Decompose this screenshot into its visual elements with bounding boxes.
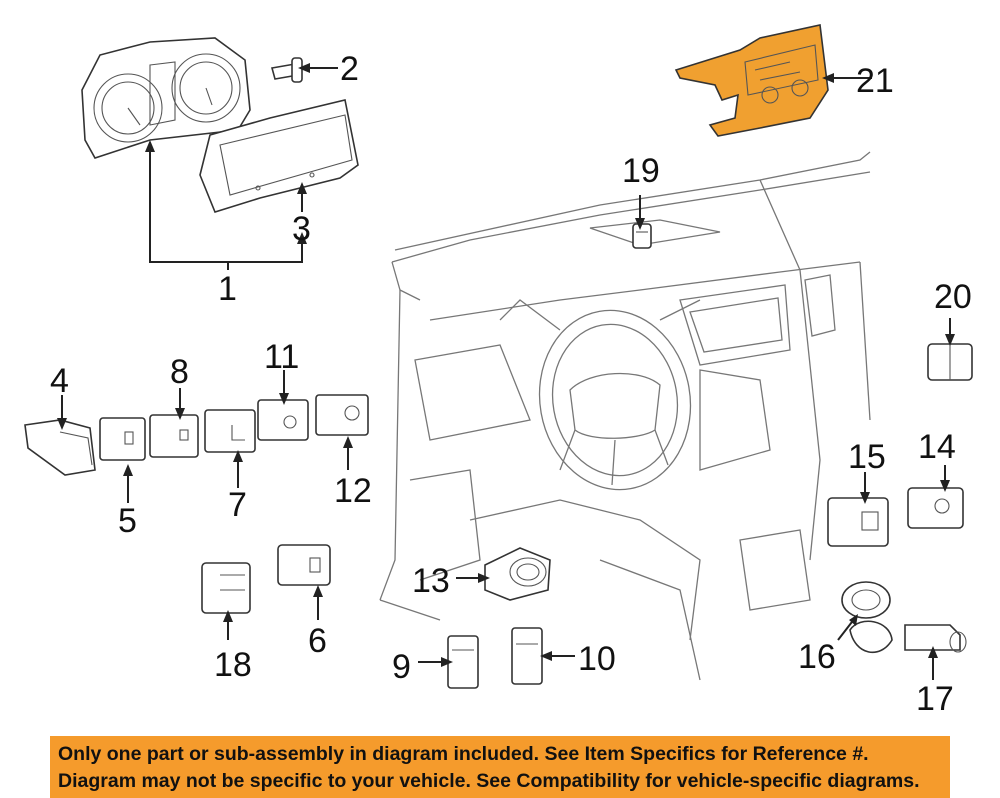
callout-17: 17 <box>916 680 954 718</box>
arrowheads <box>57 63 955 667</box>
dashboard-outline <box>379 151 871 681</box>
part-14-switch <box>907 487 964 529</box>
callout-9: 9 <box>392 648 411 686</box>
part-8-switch <box>149 414 199 458</box>
part-1-instrument-cluster <box>81 37 251 159</box>
callout-13: 13 <box>412 562 450 600</box>
callout-18: 18 <box>214 646 252 684</box>
part-16-power-outlet <box>841 581 893 654</box>
part-17-lighter <box>904 624 967 653</box>
part-6-switch <box>277 544 331 586</box>
part-18-switch <box>201 562 251 614</box>
disclaimer-banner: Only one part or sub-assembly in diagram… <box>50 736 950 798</box>
callout-6: 6 <box>308 622 327 660</box>
part-3-cluster-lens <box>199 99 359 213</box>
callout-3: 3 <box>292 210 311 248</box>
callout-15: 15 <box>848 438 886 476</box>
part-20-switch <box>927 343 973 381</box>
callout-12: 12 <box>334 472 372 510</box>
part-5-switch <box>99 417 146 461</box>
callout-labels: 1 2 3 4 5 6 7 8 9 10 11 12 13 14 15 16 1… <box>50 50 972 718</box>
callout-4: 4 <box>50 362 69 400</box>
part-21-control-panel-highlighted <box>674 24 829 137</box>
callout-11: 11 <box>264 338 299 376</box>
callout-21: 21 <box>856 62 894 100</box>
callout-8: 8 <box>170 353 189 391</box>
part-11-switch <box>257 399 309 441</box>
part-12-switch <box>315 394 369 436</box>
callout-20: 20 <box>934 278 972 316</box>
part-2-screw <box>270 57 303 83</box>
callout-10: 10 <box>578 640 616 678</box>
part-7-switch <box>204 409 256 453</box>
callout-1: 1 <box>218 270 237 308</box>
callout-14: 14 <box>918 428 956 466</box>
parts-diagram: 1 2 3 4 5 6 7 8 9 10 11 12 13 14 15 16 1… <box>24 24 973 718</box>
part-10-connector <box>511 627 543 685</box>
callout-7: 7 <box>228 486 247 524</box>
disclaimer-line-1: Only one part or sub-assembly in diagram… <box>58 743 869 765</box>
disclaimer-line-2: Diagram may not be specific to your vehi… <box>58 770 920 792</box>
callout-16: 16 <box>798 638 836 676</box>
callout-19: 19 <box>622 152 660 190</box>
part-4-switch <box>24 419 96 476</box>
part-13-start-button <box>484 547 551 601</box>
callout-2: 2 <box>340 50 359 88</box>
part-19-sensor <box>632 223 652 249</box>
callout-5: 5 <box>118 502 137 540</box>
part-15-switch <box>827 497 889 547</box>
